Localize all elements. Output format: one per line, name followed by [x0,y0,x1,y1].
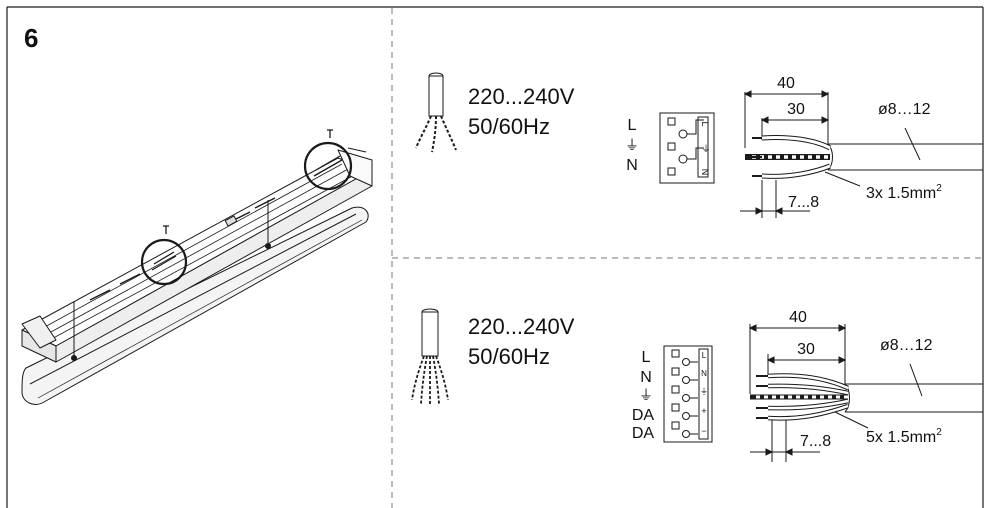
terminal-inner-N: N [700,169,710,176]
cable-5-core-icon [411,308,449,406]
terminal-inner-plus: + [701,406,706,416]
voltage-label: 220...240V [468,84,575,109]
voltage-label: 220...240V [468,314,575,339]
terminal-label-DA-1: DA [632,407,655,424]
terminal-label-L: L [642,349,651,366]
terminal-inner-L: L [702,351,707,360]
terminal-inner-earth: ⏚ [700,387,708,396]
cable-strip-drawing-5-core [748,324,983,462]
cable-diameter-label: ø8…12 [880,337,933,354]
outer-frame [6,6,984,508]
terminal-inner-L: L [700,121,710,126]
conductor-spec-label: 3x 1.5mm2 [866,183,942,202]
strip-length-label: 7...8 [788,194,819,211]
cable-3-core-icon [415,72,457,153]
dim-outer-length: 40 [789,309,807,326]
cable-strip-drawing-3-core [740,90,983,218]
step-number: 6 [24,23,38,53]
luminaire-illustration [21,129,373,405]
dim-outer-length: 40 [777,75,795,92]
terminal-label-L: L [628,117,637,134]
terminal-inner-N: N [701,369,707,378]
cable-diameter-label: ø8…12 [878,101,931,118]
dim-inner-length: 30 [787,101,805,118]
terminal-label-earth: ⏚ [639,387,653,403]
strip-length-label: 7...8 [800,433,831,450]
frequency-label: 50/60Hz [468,114,550,139]
terminal-label-N: N [626,157,638,174]
terminal-label-DA-2: DA [632,425,655,442]
terminal-block-5-pole [663,345,713,443]
terminal-label-N: N [640,369,652,386]
dim-inner-length: 30 [797,341,815,358]
wiring-panel-1: 220...240V 50/60Hz L ⏚ N L ⏚ N [415,72,983,218]
terminal-label-earth: ⏚ [625,137,639,153]
terminal-block-3-pole [659,112,715,184]
wiring-panel-2: 220...240V 50/60Hz L N ⏚ DA DA L N ⏚ + − [411,308,983,462]
terminal-inner-minus: − [701,426,706,436]
frequency-label: 50/60Hz [468,344,550,369]
terminal-inner-earth: ⏚ [701,144,710,154]
conductor-spec-label: 5x 1.5mm2 [866,427,942,446]
